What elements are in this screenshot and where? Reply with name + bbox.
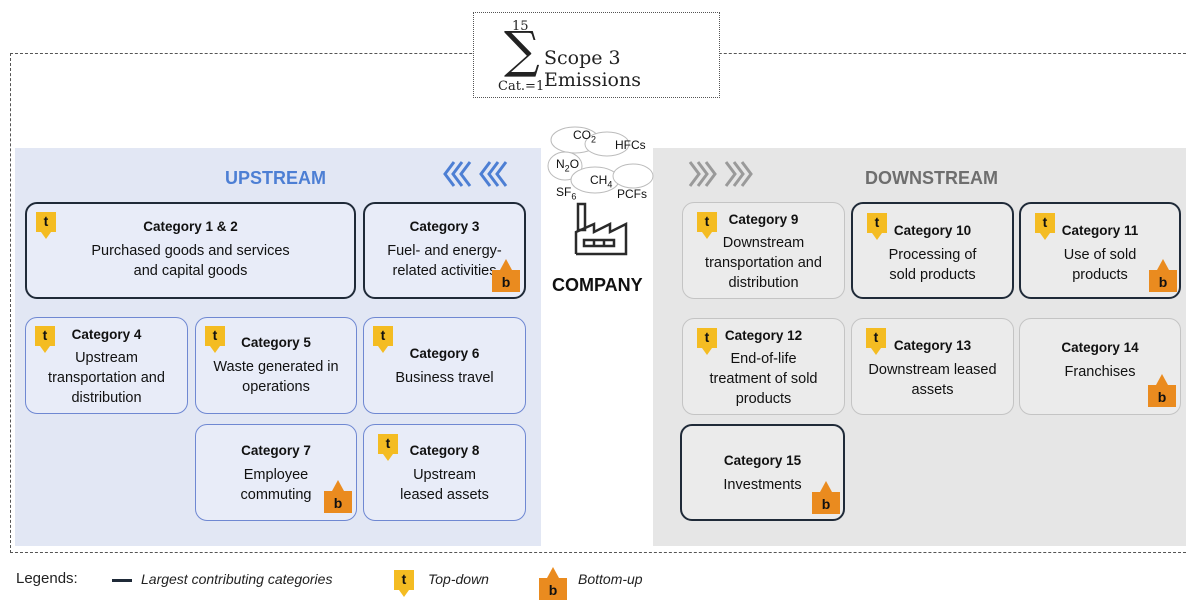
legend-bottom-up: Bottom-up	[578, 571, 643, 587]
category-7-card: Category 7 Employee commuting b	[195, 424, 357, 521]
bottom-up-badge-icon: b	[324, 480, 352, 513]
top-down-badge-icon: t	[867, 213, 887, 240]
category-desc-line: Processing of	[888, 247, 977, 263]
top-down-badge-icon: t	[697, 328, 717, 355]
category-desc-line: commuting	[240, 487, 312, 503]
category-desc-line: treatment of sold	[709, 371, 818, 387]
category-desc-line: transportation and	[48, 370, 165, 386]
gas-hfcs: HFCs	[615, 138, 646, 152]
bottom-up-badge-icon: b	[1149, 259, 1177, 292]
category-desc-line: Franchises	[1064, 364, 1136, 380]
top-down-badge-icon: t	[378, 434, 398, 461]
category-desc-line: and capital goods	[133, 263, 248, 279]
category-desc-line: Employee	[243, 467, 309, 483]
category-desc-line: leased assets	[400, 487, 489, 503]
category-8-card: t Category 8 Upstream leased assets	[363, 424, 526, 521]
gas-co2: CO2	[573, 128, 597, 145]
category-4-card: t Category 4 Upstream transportation and…	[25, 317, 188, 414]
category-desc-line: related activities	[392, 263, 497, 279]
category-title: Category 9	[728, 212, 799, 227]
category-10-card: t Category 10 Processing of sold product…	[851, 202, 1014, 299]
category-14-card: Category 14 Franchises b	[1019, 318, 1181, 415]
category-desc-line: Use of sold	[1063, 247, 1137, 263]
category-title: Category 12	[724, 328, 803, 343]
category-15-card: Category 15 Investments b	[680, 424, 845, 521]
factory-icon	[574, 202, 628, 256]
top-down-badge-icon: t	[1035, 213, 1055, 240]
category-desc-line: Upstream	[75, 350, 138, 366]
upstream-title: UPSTREAM	[225, 168, 327, 188]
category-desc-line: assets	[911, 382, 954, 398]
emission-clouds-icon	[547, 126, 654, 194]
category-title: Category 8	[409, 443, 480, 458]
category-desc-line: Upstream	[413, 467, 476, 483]
category-desc-line: Fuel- and energy-	[387, 243, 502, 259]
bottom-up-badge-icon: b	[812, 481, 840, 514]
category-title: Category 15	[723, 453, 802, 468]
top-down-badge-icon: t	[866, 328, 886, 355]
category-title: Category 6	[409, 346, 480, 361]
top-down-badge-icon: t	[697, 212, 717, 239]
category-desc-line: distribution	[71, 390, 142, 406]
upstream-arrows-icon	[442, 159, 522, 197]
top-down-badge-icon: t	[373, 326, 393, 353]
category-title: Category 1 & 2	[143, 219, 238, 234]
category-title: Category 13	[893, 338, 972, 353]
top-down-badge-icon: t	[205, 326, 225, 353]
category-desc-line: Downstream	[722, 235, 805, 251]
category-title: Category 7	[241, 443, 311, 458]
category-5-card: t Category 5 Waste generated in operatio…	[195, 317, 357, 414]
category-desc-line: Downstream leased	[868, 362, 997, 378]
category-6-card: t Category 6 Business travel	[363, 317, 526, 414]
category-13-card: t Category 13 Downstream leased assets	[851, 318, 1014, 415]
legend-bottom-up-icon: b	[539, 567, 567, 600]
largest-line-icon	[112, 579, 132, 582]
company-label: COMPANY	[552, 275, 643, 295]
category-desc-line: Purchased goods and services	[91, 243, 290, 259]
category-title: Category 11	[1061, 223, 1139, 238]
downstream-arrows-icon	[687, 159, 767, 197]
category-11-card: t Category 11 Use of sold products b	[1019, 202, 1181, 299]
legend-top-down-icon: t	[394, 570, 414, 597]
category-title: Category 10	[893, 223, 972, 238]
top-down-badge-icon: t	[35, 326, 55, 353]
scope3-title: Scope 3 Emissions	[544, 47, 641, 91]
category-title: Category 4	[71, 327, 142, 342]
gas-ch4: CH4	[590, 173, 613, 190]
category-desc-line: Waste generated in	[213, 359, 339, 375]
category-9-card: t Category 9 Downstream transportation a…	[682, 202, 845, 299]
sum-upper-limit: 15	[512, 19, 529, 34]
downstream-title: DOWNSTREAM	[865, 168, 998, 188]
category-desc-line: products	[735, 391, 792, 407]
category-desc-line: Investments	[723, 477, 802, 493]
category-3-card: Category 3 Fuel- and energy- related act…	[363, 202, 526, 299]
gas-n2o: N2O	[556, 157, 580, 174]
category-desc-line: transportation and	[705, 255, 822, 271]
category-desc-line: End-of-life	[730, 351, 797, 367]
legend-label: Legends:	[16, 570, 78, 587]
legend-top-down: Top-down	[428, 571, 489, 587]
category-desc-line: Business travel	[395, 370, 494, 386]
legend-largest: Largest contributing categories	[141, 571, 333, 587]
category-desc-line: products	[1072, 267, 1128, 283]
bottom-up-badge-icon: b	[1148, 374, 1176, 407]
bottom-up-badge-icon: b	[492, 259, 520, 292]
top-down-badge-icon: t	[36, 212, 56, 239]
category-desc-line: distribution	[728, 275, 799, 291]
category-title: Category 14	[1061, 340, 1139, 355]
sigma-icon: ∑	[504, 21, 540, 79]
category-1-2-card: t Category 1 & 2 Purchased goods and ser…	[25, 202, 356, 299]
category-title: Category 5	[241, 335, 311, 350]
sum-lower-limit: Cat.=1	[498, 79, 545, 94]
category-title: Category 3	[409, 219, 480, 234]
category-desc-line: sold products	[889, 267, 976, 283]
category-desc-line: operations	[242, 379, 310, 395]
gas-sf6: SF6	[556, 185, 577, 202]
category-12-card: t Category 12 End-of-life treatment of s…	[682, 318, 845, 415]
gas-pcfs: PCFs	[617, 187, 647, 201]
scope3-title-box: 15 ∑ Cat.=1 Scope 3 Emissions	[473, 12, 720, 98]
